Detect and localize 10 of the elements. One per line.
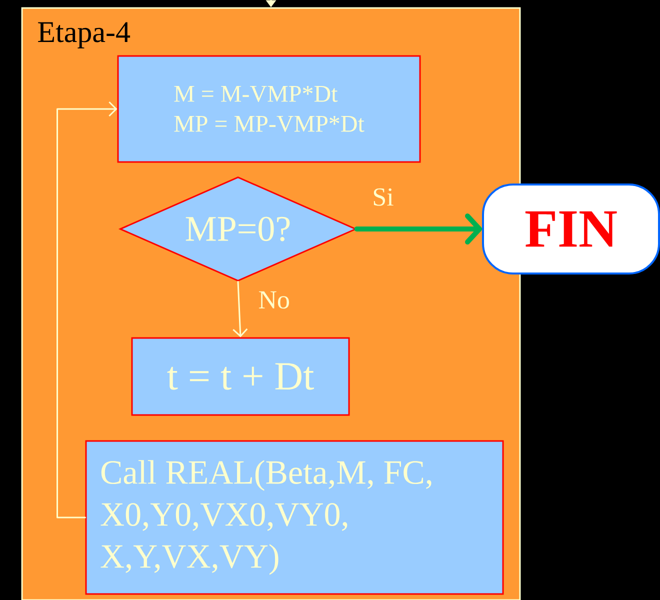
arrow <box>56 101 118 518</box>
process-box: t = t + Dt <box>131 337 350 416</box>
edge-label: Si <box>371 187 395 207</box>
panel-heading: Etapa-4 <box>38 22 130 48</box>
edge-label: No <box>257 290 291 310</box>
terminal-box: FIN <box>482 184 660 274</box>
arrow <box>232 281 248 338</box>
process-box: M = M-VMP*Dt MP = MP-VMP*Dt <box>117 55 421 163</box>
process-box: Call REAL(Beta,M, FC, X0,Y0,VX0,VY0, X,Y,VX,VY) <box>85 440 504 595</box>
arrow <box>354 214 482 244</box>
